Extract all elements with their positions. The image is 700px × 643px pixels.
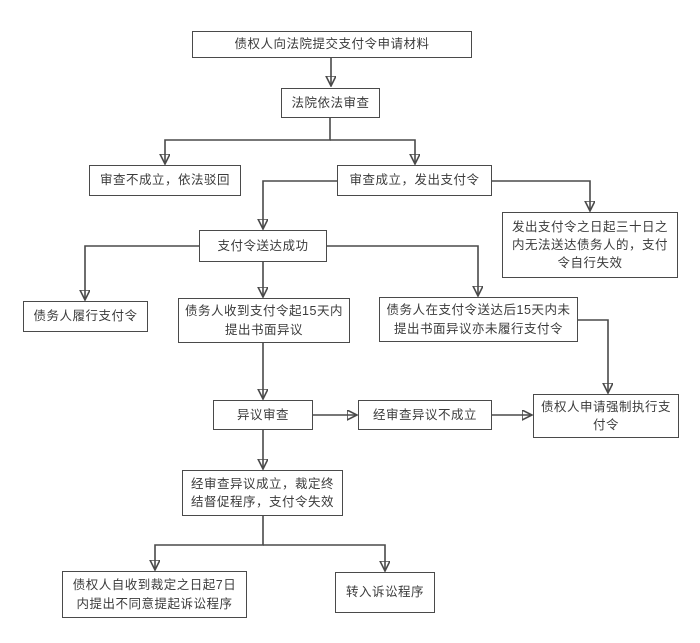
node-apply-enforcement: 债权人申请强制执行支付令: [533, 394, 679, 438]
node-no-objection-15d: 债务人在支付令送达后15天内未提出书面异议亦未履行支付令: [379, 297, 578, 342]
node-delivery-success: 支付令送达成功: [199, 230, 327, 262]
edge-review-reject: [165, 118, 331, 163]
edge-delivered-noobjection: [327, 245, 478, 295]
node-expire-30-days: 发出支付令之日起三十日之内无法送达债务人的，支付令自行失效: [502, 212, 678, 278]
edge-objsuccess-disagree7: [155, 516, 264, 569]
edge-noobjection-enforce: [578, 319, 608, 392]
node-objection-review: 异议审查: [213, 400, 313, 430]
node-objection-valid: 经审查异议成立，裁定终结督促程序，支付令失效: [182, 470, 343, 516]
edge-objsuccess-litigation: [263, 544, 385, 570]
node-submit-application: 债权人向法院提交支付令申请材料: [192, 31, 472, 58]
node-objection-invalid: 经审查异议不成立: [358, 400, 492, 430]
node-order-issued: 审查成立，发出支付令: [337, 165, 492, 196]
node-disagree-7-days: 债权人自收到裁定之日起7日内提出不同意提起诉讼程序: [62, 571, 247, 618]
node-court-review: 法院依法审查: [281, 88, 380, 118]
node-debtor-fulfills: 债务人履行支付令: [23, 301, 148, 332]
node-to-litigation: 转入诉讼程序: [335, 572, 435, 613]
edge-issue-expire30: [492, 180, 590, 210]
node-written-objection-15d: 债务人收到支付令起15天内提出书面异议: [178, 298, 350, 343]
edge-delivered-fulfill: [85, 245, 199, 299]
edge-issue-delivered: [263, 180, 337, 228]
edge-review-issue: [330, 139, 415, 163]
node-review-rejected: 审查不成立，依法驳回: [89, 165, 241, 196]
